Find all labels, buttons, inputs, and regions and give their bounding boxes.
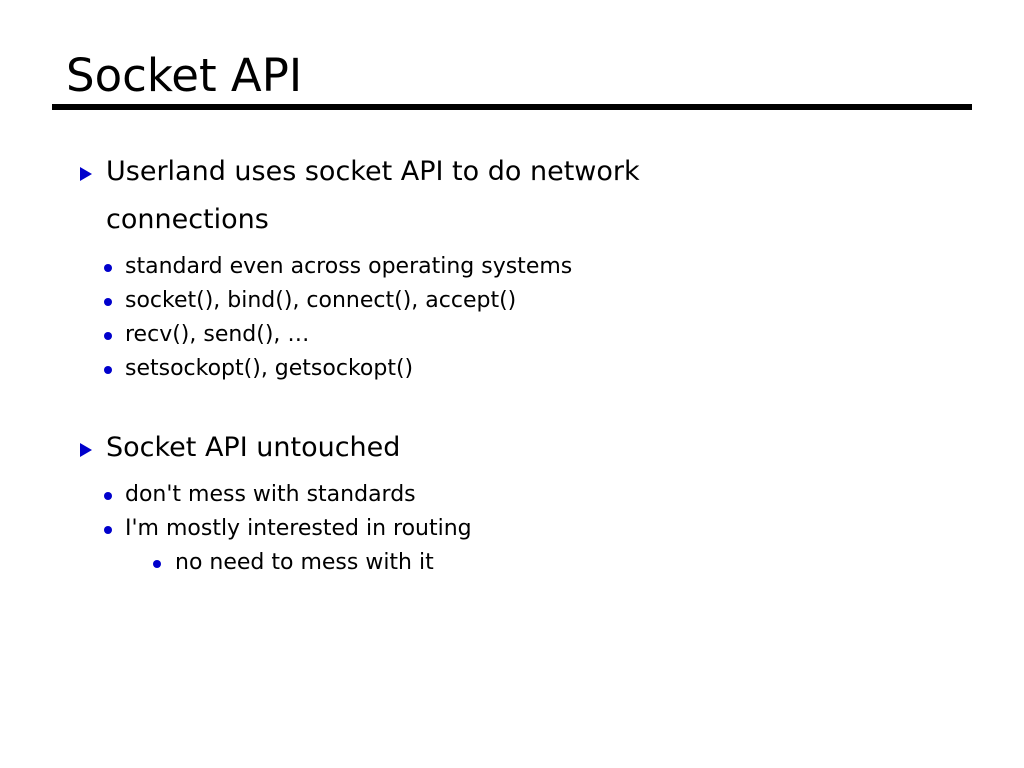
round-bullet-icon — [104, 478, 116, 512]
triangle-bullet-icon — [78, 424, 96, 472]
round-bullet-icon — [153, 546, 165, 580]
outline-level1-label: Userland uses socket API to do network c… — [106, 156, 640, 235]
outline-level2-item[interactable]: don't mess with standards — [0, 478, 1024, 512]
outline-level2-item[interactable]: standard even across operating systems — [0, 250, 1024, 284]
round-bullet-icon — [104, 284, 116, 318]
outline-level2-item[interactable]: I'm mostly interested in routing — [0, 512, 1024, 546]
round-bullet-icon — [104, 250, 116, 284]
slide-body-outline: Userland uses socket API to do network c… — [0, 148, 1024, 580]
outline-level2-label: recv(), send(), … — [125, 322, 310, 347]
outline-level2-label: standard even across operating systems — [125, 254, 573, 279]
round-bullet-icon — [104, 318, 116, 352]
outline-level3-label: no need to mess with it — [175, 550, 434, 575]
outline-level2-item[interactable]: recv(), send(), … — [0, 318, 1024, 352]
outline-level2-label: I'm mostly interested in routing — [125, 516, 472, 541]
round-bullet-icon — [104, 352, 116, 386]
outline-level2-label: setsockopt(), getsockopt() — [125, 356, 414, 381]
outline-level1-item[interactable]: Socket API untouched — [0, 424, 1024, 472]
outline-level2-item[interactable]: socket(), bind(), connect(), accept() — [0, 284, 1024, 318]
outline-level2-label: don't mess with standards — [125, 482, 416, 507]
outline-level1-item[interactable]: Userland uses socket API to do network c… — [0, 148, 1024, 244]
section-spacer — [0, 386, 1024, 424]
title-divider — [52, 104, 972, 110]
outline-level3-item[interactable]: no need to mess with it — [0, 546, 1024, 580]
triangle-bullet-icon — [78, 148, 96, 196]
outline-level1-label: Socket API untouched — [106, 432, 401, 463]
outline-level2-item[interactable]: setsockopt(), getsockopt() — [0, 352, 1024, 386]
outline-level2-label: socket(), bind(), connect(), accept() — [125, 288, 517, 313]
page-title: Socket API — [66, 49, 303, 102]
round-bullet-icon — [104, 512, 116, 546]
